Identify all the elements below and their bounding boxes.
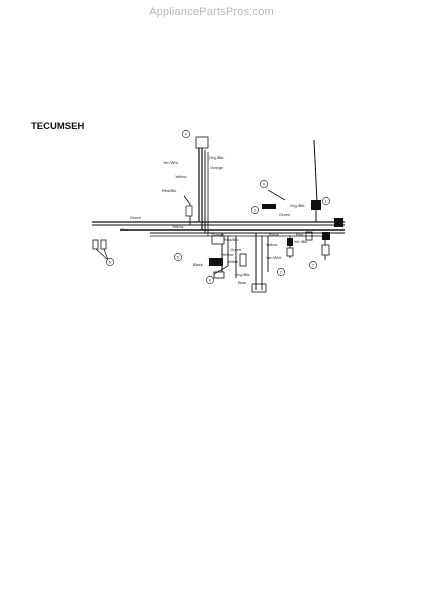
label-yellow-mid: Yellow	[172, 224, 184, 229]
left-parts	[92, 239, 109, 261]
label-green-right: Green	[279, 212, 290, 217]
callout-3: 3	[254, 208, 256, 212]
watermark: AppliancePartsPros.com	[149, 6, 274, 18]
label-orange-top: Orange	[210, 165, 224, 170]
label-org-blk-low: Org./Blk.	[235, 272, 251, 277]
label-yel-wht-right: Yel./Wht.	[266, 255, 282, 260]
callout-5: 5	[177, 255, 179, 259]
label-yel-blk-right: Yel./Blk.	[294, 239, 308, 244]
red-blk-branch	[183, 195, 193, 225]
label-blue-left: Blue	[121, 227, 130, 232]
main-harness	[92, 221, 345, 237]
callout-6: 6	[109, 260, 111, 264]
label-black-low: Black	[193, 262, 203, 267]
lower-branch	[209, 233, 269, 293]
label-black-right: Black	[269, 232, 279, 237]
label-yellow-right: Yellow	[266, 242, 278, 247]
label-red-blk: Red/Blk.	[162, 188, 177, 193]
label-org-blk-top: Org./Blk.	[209, 155, 225, 160]
label-org-blk-right: Org./Blk.	[290, 203, 306, 208]
right-connectors	[286, 218, 343, 260]
callout-2: 2	[280, 270, 282, 274]
label-white-low: White	[228, 259, 239, 264]
diagram-heading: TECUMSEH	[31, 121, 85, 132]
callout-8: 8	[209, 278, 211, 282]
label-green-left: Green	[130, 215, 141, 220]
label-yellow-low: Yellow	[222, 252, 234, 257]
label-red-blk-mid: Red/Blk.	[224, 237, 239, 242]
label-red-right: Red	[296, 232, 303, 237]
label-blue-low: Blue	[238, 280, 247, 285]
top-right-part	[262, 189, 286, 209]
callout-7: 7	[312, 263, 314, 267]
right-vertical-wire	[311, 139, 321, 222]
label-orange-mid: Orange	[211, 232, 225, 237]
top-bundle	[195, 136, 209, 236]
label-green-mid: Green	[230, 247, 241, 252]
label-yellow-top: Yellow	[175, 174, 187, 179]
callout-4: 4	[185, 132, 187, 136]
wire-labels: Yel./Wht. Org./Blk. Yellow Orange Red/Bl…	[121, 155, 308, 285]
callout-9: 9	[263, 182, 265, 186]
callouts: 4 9 6 5 8 3 2 1 7	[106, 130, 330, 284]
callout-1: 1	[325, 199, 327, 203]
label-yel-wht-top: Yel./Wht.	[163, 160, 179, 165]
